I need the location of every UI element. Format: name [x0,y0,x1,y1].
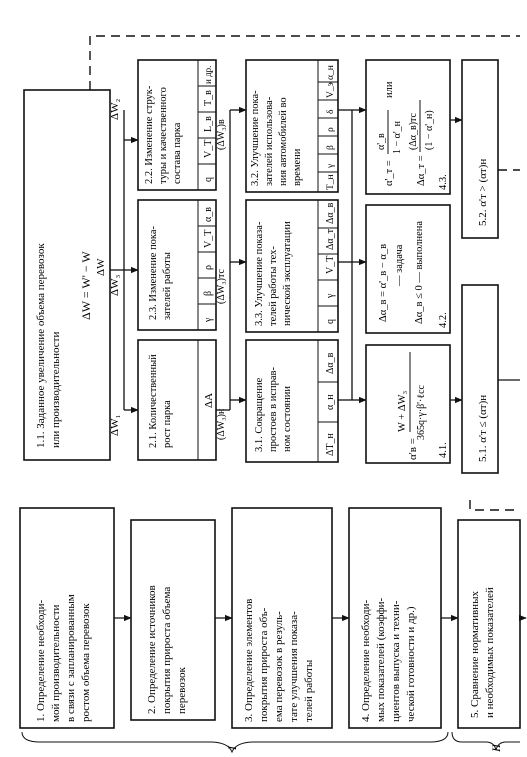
box-3-3 [245,199,339,333]
label-dW1: ΔW₁ [109,415,121,436]
group-brace-2 [451,731,520,751]
box-5-1 [461,284,499,474]
box-3-3-cells: q γ V_T Δα_т Δα_в [318,202,338,324]
step-2-box [130,519,216,721]
box-4-3-f3: Δα_т = [416,155,427,186]
step-3-text: 3. Определение элементов покрытия прирос… [243,596,315,722]
box-3-2-cell-3: ρ [326,127,336,132]
box-2-1 [137,339,217,461]
box-4-1-den: 365q·γ·β'·ℓсс [416,384,427,440]
box-4-2-f3: Δα_в ≤ 0 — выполнена [414,221,425,324]
box-4-1-label: 4.1. [438,442,449,458]
label-dW3tc: (ΔW₃)тс [216,268,227,304]
box-2-3 [137,199,217,331]
box-2-2-cell-2: L_в [203,116,214,132]
box-4-1 [365,344,451,464]
box-2-3-cell-3: V_T [203,230,214,248]
step-1-box [19,507,115,729]
box-5-2-text: 5.2. α'т > (αт)н [477,159,489,226]
box-2-2-cell-3: T_в [203,90,214,106]
box-4-3-f3-num: (Δα_в)тс [408,112,419,150]
box-2-2-cells: q V_T L_в T_в и др. [198,66,216,182]
box-3-1-cell-1: α_н [325,394,336,410]
box-3-1-cell-2: Δα_в [325,352,336,374]
box-2-3-cell-2: ρ [203,265,214,270]
box-4-3-f2: или [384,81,395,98]
box-2-2-cell-0: q [203,177,214,182]
box-2-2-cell-4: и др. [203,66,213,84]
box-4-3-f1-den: 1 − α'_н [392,120,403,154]
group-label-2: II [489,743,503,753]
box-3-3-cell-3: Δα_т [325,228,336,250]
box-3-1 [245,339,339,463]
step-3-box [231,507,333,729]
label-dW3n: (ΔW₃)н [216,408,227,440]
box-3-2-cell-5: V_э [326,82,336,98]
step-1-text: 1. Определение необходи- мой производите… [35,592,92,722]
box-3-2-text: 3.2. Улучшение пока- зателей использова-… [250,88,303,186]
box-2-3-cells: γ β ρ V_T α_в [198,207,216,323]
box-3-2-cell-2: β [326,145,336,150]
box-3-2-cell-1: γ [326,164,336,169]
box-3-3-cell-4: Δα_в [325,202,336,224]
box-2-1-cell-0: ΔA [203,393,215,408]
box-2-3-cell-1: β [203,291,214,296]
box-2-3-cell-4: α_в [203,207,214,222]
box-3-1-text: 3.1. Сокращение простоев в исправ- ном с… [254,364,293,452]
step-4-box [348,507,442,729]
box-2-1-text: 2.1. Количественный рост парка [148,352,173,448]
group-label-1: I [225,745,239,751]
box-4-3-label: 4.3. [438,174,449,190]
box-3-3-cell-1: γ [325,293,336,299]
step-4-text: 4. Определение необходи- мых показателей… [360,595,417,722]
box-2-2-cell-1: V_T [203,140,214,158]
step-5-text: 5. Сравнение нормативных и необходимых п… [469,587,496,718]
box-3-2-cell-6: α_н [326,65,336,80]
step-2-text: 2. Определение источников покрытия приро… [146,582,188,714]
box-4-1-lhs: α'в = [407,438,419,460]
group-brace-1 [21,731,449,754]
box-4-3-f1-num: α'_в [376,133,387,150]
box-4-2-f1: Δα_в = α'_в − α_в [378,244,389,322]
box-2-3-text: 2.3. Изменение пока- зателей работы [148,223,173,320]
box-3-2-cells: T_н γ β ρ δ V_э α_н [318,65,338,190]
box-4-3-f3-den: (1 − α'_н) [424,110,435,150]
box-4-1-num: W + ΔW₃ [397,390,408,432]
step-5-box [457,519,521,729]
box-2-3-cell-0: γ [203,317,214,323]
label-dW3: ΔW₃ [109,275,121,296]
box-4-3-f1: α'_т = [384,160,395,186]
label-dW: ΔW [95,258,107,276]
box-5-1-text: 5.1. α'т ≤ (αт)н [477,395,489,462]
box-1-1-text: 1.1. Заданное увеличение объема перевозо… [35,241,62,448]
box-3-1-cell-0: ΔT_н [325,432,336,456]
box-3-3-text: 3.3. Улучшение показа- телей работы тех-… [254,219,293,326]
feedback-loop-top [89,35,520,90]
box-4-2-f2: — задача [394,244,405,287]
box-3-2-cell-0: T_н [326,174,336,190]
box-2-2-text: 2.2. Изменение струк- туры и качественно… [144,83,183,184]
box-4-2 [365,204,451,334]
box-5-2 [461,59,499,239]
label-dW2: ΔW₂ [109,99,121,120]
label-dW3v: (ΔW₃)в [216,119,227,150]
box-1-1-formula: ΔW = W' − W [79,251,93,320]
box-1-1 [23,89,111,461]
box-3-3-cell-2: V_T [325,256,336,274]
box-3-2-cell-4: δ [326,109,336,114]
box-3-3-cell-0: q [325,319,336,324]
box-4-2-label: 4.2. [438,312,449,328]
box-2-2 [137,59,217,191]
box-4-3 [365,59,451,195]
feedback-loop-bottom [469,500,520,511]
